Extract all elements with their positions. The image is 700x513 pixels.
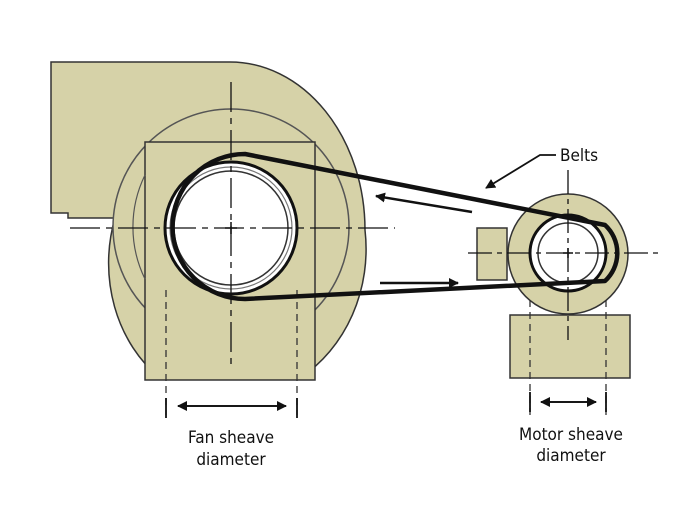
fan-sheave-dimension	[165, 398, 298, 418]
belts-leader	[485, 154, 556, 189]
motor-terminal-box	[476, 227, 508, 281]
motor-sheave-label-line1: Motor sheave	[519, 425, 623, 445]
motor-base	[509, 314, 631, 379]
belt-direction-arrow-top	[375, 192, 473, 214]
fan-sheave-label-line2: diameter	[196, 450, 266, 470]
motor-sheave-dimension	[529, 392, 607, 412]
fan-sheave-label-line1: Fan sheave	[188, 428, 274, 448]
center-lines	[70, 82, 658, 368]
direction-arrows	[375, 192, 473, 288]
motor-sheave-label-line2: diameter	[536, 446, 606, 466]
fan-assembly	[50, 61, 367, 415]
belt	[170, 151, 620, 302]
belts-label: Belts	[560, 146, 598, 166]
